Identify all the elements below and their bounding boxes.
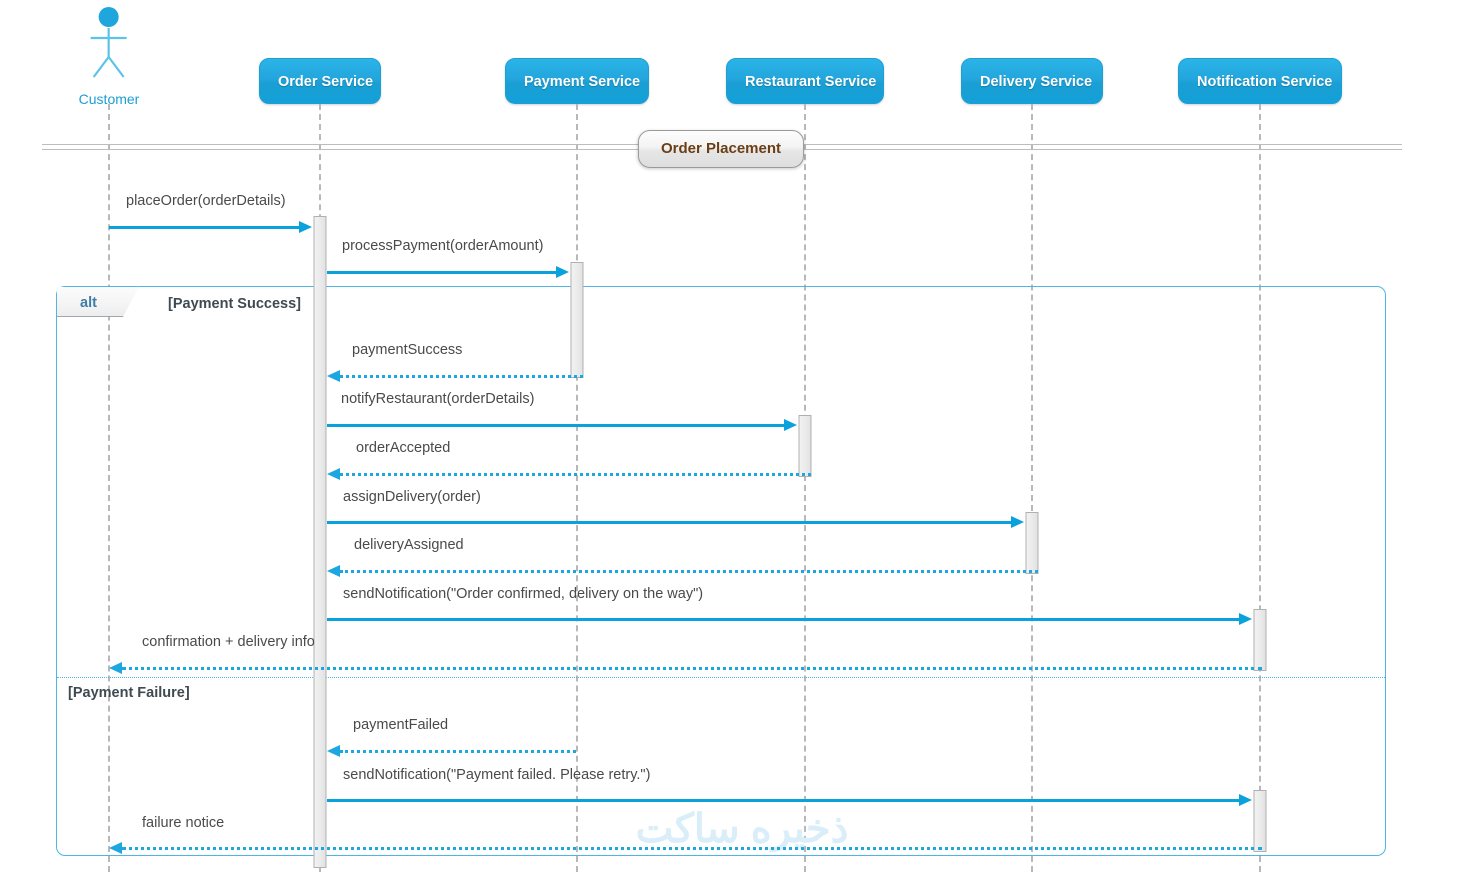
message-line-send-notification-failed: [327, 799, 1239, 802]
watermark-text: ذخیره ساکت: [635, 807, 849, 851]
message-label-failure-notice: failure notice: [142, 815, 225, 831]
alt-fragment-divider: [57, 677, 1385, 678]
message-arrowhead-payment-failed: [327, 745, 340, 757]
message-label-confirmation-delivery-info: confirmation + delivery info: [142, 634, 315, 650]
activation-order-service-main: [313, 216, 327, 868]
message-line-order-accepted: [340, 473, 811, 476]
message-line-delivery-assigned: [340, 570, 1038, 573]
message-arrowhead-order-accepted: [327, 468, 340, 480]
activation-notification-2: [1253, 790, 1267, 852]
lifeline-payment: [576, 104, 578, 872]
participant-label-delivery-service: Delivery Service: [980, 74, 1093, 90]
message-line-assign-delivery: [327, 521, 1011, 524]
message-label-payment-success: paymentSuccess: [352, 342, 463, 358]
participant-label-payment-service: Payment Service: [524, 74, 641, 90]
activation-restaurant-service: [798, 415, 812, 477]
participant-customer[interactable]: Customer: [78, 6, 140, 107]
participant-label-notification-service: Notification Service: [1197, 74, 1333, 90]
lifeline-restaurant: [804, 104, 806, 872]
message-arrowhead-send-notification-failed: [1239, 794, 1252, 806]
message-arrowhead-place-order: [299, 221, 312, 233]
message-line-place-order: [109, 226, 299, 229]
message-label-payment-failed: paymentFailed: [353, 717, 449, 733]
message-arrowhead-assign-delivery: [1011, 516, 1024, 528]
page-title: Order Placement: [660, 140, 782, 157]
message-line-process-payment: [327, 271, 556, 274]
activation-payment-service: [570, 262, 584, 378]
actor-icon: [91, 7, 127, 78]
message-label-delivery-assigned: deliveryAssigned: [354, 537, 464, 553]
participant-order-service[interactable]: Order Service: [259, 58, 381, 104]
message-label-assign-delivery: assignDelivery(order): [343, 489, 481, 505]
participant-label-order-service: Order Service: [278, 74, 374, 90]
alt-guard-payment-failure: [Payment Failure]: [68, 685, 190, 701]
message-arrowhead-payment-success: [327, 370, 340, 382]
message-label-notify-restaurant: notifyRestaurant(orderDetails): [341, 391, 535, 407]
message-line-payment-success: [340, 375, 583, 378]
message-label-place-order: placeOrder(orderDetails): [126, 193, 286, 209]
participant-delivery-service[interactable]: Delivery Service: [961, 58, 1103, 104]
participant-notification-service[interactable]: Notification Service: [1178, 58, 1342, 104]
message-label-order-accepted: orderAccepted: [356, 440, 451, 456]
message-arrowhead-confirmation-delivery-info: [109, 662, 122, 674]
message-arrowhead-notify-restaurant: [784, 419, 797, 431]
alt-fragment-tab: [57, 286, 139, 317]
message-arrowhead-delivery-assigned: [327, 565, 340, 577]
participant-label-customer: Customer: [78, 91, 140, 107]
participant-restaurant-service[interactable]: Restaurant Service: [726, 58, 884, 104]
activation-notification-1: [1253, 609, 1267, 671]
message-line-notify-restaurant: [327, 424, 784, 427]
diagram-title-badge: Order Placement: [637, 130, 805, 168]
alt-guard-payment-success: [Payment Success]: [168, 296, 301, 312]
participant-label-restaurant-service: Restaurant Service: [745, 74, 877, 90]
lifeline-delivery: [1031, 104, 1033, 872]
lifeline-customer: [108, 104, 110, 872]
message-label-process-payment: processPayment(orderAmount): [342, 238, 544, 254]
message-arrowhead-failure-notice: [109, 842, 122, 854]
message-line-payment-failed: [340, 750, 576, 753]
message-label-send-notification-confirmed: sendNotification("Order confirmed, deliv…: [343, 586, 704, 602]
message-arrowhead-send-notification-confirmed: [1239, 613, 1252, 625]
message-label-send-notification-failed: sendNotification("Payment failed. Please…: [343, 767, 651, 783]
alt-fragment-operator: alt: [80, 295, 97, 311]
participant-payment-service[interactable]: Payment Service: [505, 58, 649, 104]
message-arrowhead-process-payment: [556, 266, 569, 278]
message-line-send-notification-confirmed: [327, 618, 1239, 621]
message-line-failure-notice: [122, 847, 1262, 850]
message-line-confirmation-delivery-info: [122, 667, 1262, 670]
activation-delivery-service: [1025, 512, 1039, 574]
lifeline-notification: [1259, 104, 1261, 872]
alt-fragment-tab-clip: [123, 286, 139, 317]
